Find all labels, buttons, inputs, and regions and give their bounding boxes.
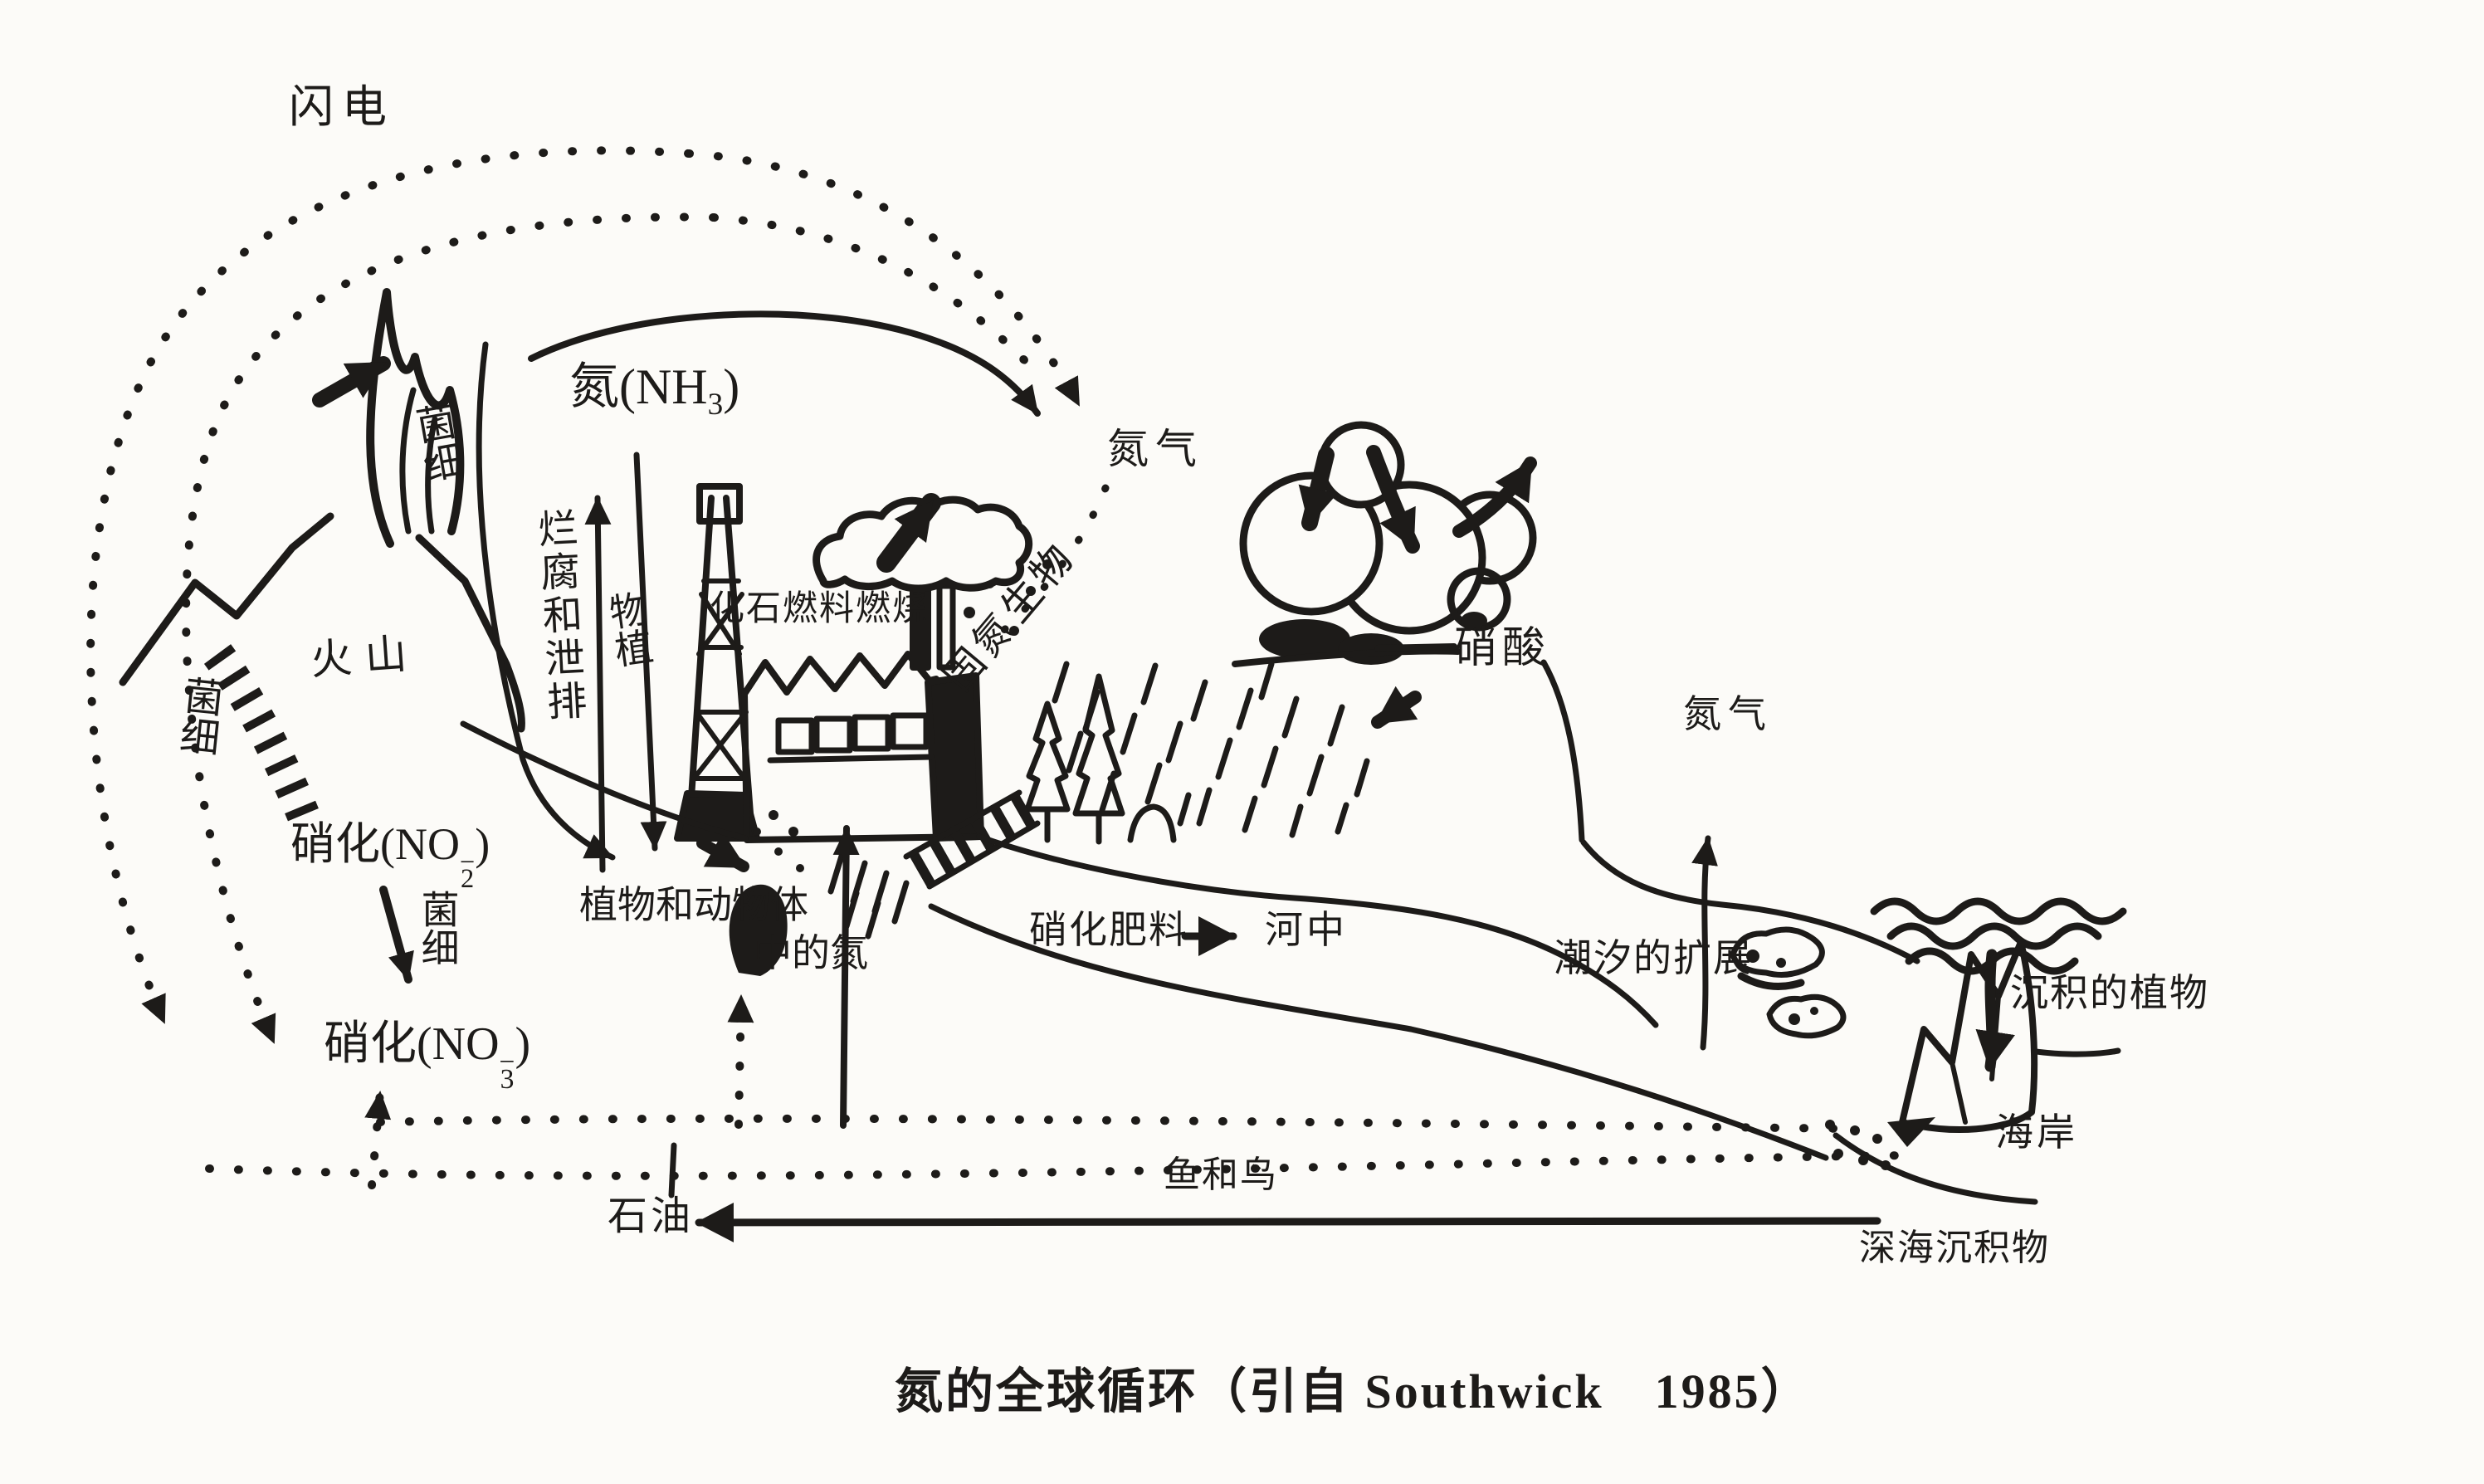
arrow-oil-to-factory	[832, 825, 860, 1129]
rain-illustration	[1052, 661, 1370, 838]
dotted-cycle-arcs	[86, 146, 1110, 1047]
arrow-cloud-left-down	[1298, 447, 1338, 531]
factory-dark-wing	[925, 672, 984, 842]
curve-bacteria-to-organisms	[476, 341, 616, 861]
label-n2-top: 氮气	[1107, 426, 1203, 472]
label-nitric-acid: 硝酸	[1454, 625, 1551, 672]
arrow-deposit-down	[1975, 949, 2015, 1072]
label-lightning: 闪电	[289, 82, 395, 132]
volcano-flame-inner	[399, 387, 438, 535]
dotted-arc-outer-right	[685, 149, 1083, 409]
volcano-flame	[366, 288, 465, 548]
volcano-mountain	[119, 512, 525, 733]
label-ammonia: 氮(NH3)	[569, 359, 740, 422]
cloud-ground-line	[1232, 647, 1462, 667]
label-fossil-fuel: 化石燃料燃烧	[710, 590, 930, 628]
label-petroleum: 石油	[608, 1194, 695, 1238]
label-volcano: 火山	[309, 629, 422, 684]
arrow-n2-right-up	[1691, 835, 1718, 1051]
label-plant-animal-n-line2: 中的氮	[754, 932, 868, 974]
dotted-return-lines	[205, 992, 1911, 1189]
smoke-cloud-illustration	[813, 493, 1033, 593]
weir-illustration	[827, 789, 1041, 940]
label-fertilizer: 硝化肥料	[1029, 909, 1188, 951]
landscape-illustration	[460, 659, 2121, 1205]
islands-illustration	[1730, 926, 1847, 1039]
volcano-scree-band	[203, 644, 325, 835]
dotted-arc-inner-left	[182, 212, 718, 1047]
arrow-fossil-emission	[876, 493, 941, 573]
label-fish-and-birds: 鱼和鸟	[1164, 1154, 1278, 1195]
label-bacteria-left: 菌细	[171, 673, 224, 758]
ground-dots	[753, 810, 804, 872]
waves-illustration	[1870, 897, 2127, 975]
arrow-excretion-up	[584, 495, 612, 873]
oil-riser-line	[668, 1142, 677, 1198]
label-deep-sea-sediments: 深海沉积物	[1859, 1228, 2050, 1268]
label-tidal-expansion: 潮汐的扩展	[1554, 937, 1753, 979]
label-plant-animal-n-line1: 植物和动物体	[579, 884, 808, 926]
label-in-river: 河中	[1265, 909, 1348, 951]
label-bacteria-mid: 菌细	[416, 890, 459, 966]
dotted-arrow-to-no3	[364, 1088, 392, 1189]
label-nitrate: 硝化(NO−3)	[324, 1018, 531, 1095]
factory-windows	[767, 712, 935, 764]
dark-organism-blob	[729, 884, 788, 976]
dotted-arrow-to-organism-n	[727, 992, 754, 1129]
volcano-illustration	[119, 288, 525, 835]
arrow-cloud-curl	[1452, 456, 1537, 538]
arrow-deepsea-to-oil	[695, 1202, 1881, 1242]
dotted-arc-inner-right	[710, 213, 1037, 373]
label-n2-right: 氮气	[1683, 693, 1773, 735]
arrow-rain-to-ground	[1371, 686, 1422, 729]
dotted-arc-outer-left	[86, 146, 693, 1027]
label-nitrite: 硝化(NO−2)	[290, 819, 490, 894]
dotted-line-n2-to-fixers	[988, 484, 1110, 645]
factory-chimney-2	[936, 583, 956, 671]
storm-clouds-illustration	[1232, 421, 1537, 729]
coast-rock-illustration	[1887, 939, 2038, 1147]
coast-pointer	[1887, 1117, 1935, 1147]
arrow-into-organisms	[696, 832, 749, 872]
factory-roof	[741, 651, 939, 697]
figure-caption: 氮的全球循环（引自 Southwick 1985）	[895, 1364, 1812, 1418]
arrow-cloud-mid-down	[1366, 445, 1420, 554]
label-deposited-plants: 沉积的植物	[2010, 972, 2209, 1014]
nitric-acid-dash	[1374, 643, 1457, 652]
arrow-plants-down	[633, 452, 667, 852]
arrow-no2-to-no3	[379, 886, 414, 984]
arrow-air-to-n2	[528, 310, 1041, 417]
arrow-volcano-emission	[312, 356, 391, 408]
label-coast: 海岸	[1995, 1111, 2078, 1154]
trees-illustration	[1024, 673, 1177, 845]
